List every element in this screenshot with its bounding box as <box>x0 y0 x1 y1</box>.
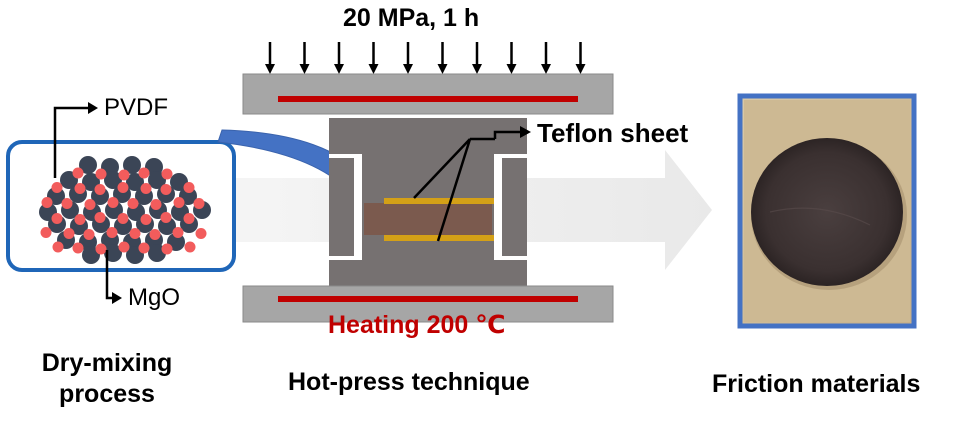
filler-particle <box>150 199 162 210</box>
pressure-arrows <box>265 42 586 74</box>
filler-particle <box>173 197 185 208</box>
polymer-particle <box>82 246 100 264</box>
filler-particle <box>129 228 141 239</box>
left-die-wall <box>329 158 354 256</box>
filler-particle <box>40 227 52 238</box>
filler-particle <box>61 198 73 209</box>
filler-particle <box>51 213 63 224</box>
teflon-leader-1 <box>413 138 471 199</box>
polymer-particle <box>104 171 122 189</box>
down-arrow-icon <box>575 64 586 74</box>
filler-particle <box>183 182 195 193</box>
filler-particle <box>117 182 129 193</box>
top-press-plate <box>242 73 614 115</box>
filler-particle <box>94 184 106 195</box>
filler-particle <box>74 183 86 194</box>
filler-particle <box>95 168 107 180</box>
mgo-pointer <box>105 250 112 300</box>
filler-particle <box>118 241 130 253</box>
pvdf-label: PVDF <box>104 94 169 121</box>
polymer-particle <box>148 171 166 189</box>
teflon-label: Teflon sheet <box>537 118 689 148</box>
step-friction-label: Friction materials <box>712 370 921 398</box>
mgo-label: MgO <box>128 284 181 311</box>
polymer-particle <box>126 173 144 191</box>
top-heater <box>278 96 578 102</box>
teflon-pointer <box>493 130 520 139</box>
bottom-heater <box>278 296 578 302</box>
polymer-particle <box>104 244 122 262</box>
filler-particle <box>160 212 172 223</box>
pressure-label: 20 MPa, 1 h <box>343 4 480 32</box>
filler-particle <box>94 212 106 223</box>
down-arrow-icon <box>506 64 517 74</box>
disk-sheen <box>769 207 871 226</box>
filler-particle <box>195 228 207 239</box>
pvdf-pointer <box>53 106 88 178</box>
filler-particle <box>149 229 161 240</box>
down-arrow-icon <box>265 64 275 74</box>
filler-particle <box>117 213 129 224</box>
bottom-press-plate <box>242 285 614 323</box>
down-arrow-icon <box>437 64 448 74</box>
filler-particle <box>138 167 150 179</box>
heating-label: Heating 200 ℃ <box>328 311 506 339</box>
filler-particle <box>140 214 152 225</box>
friction-disk <box>751 138 903 286</box>
step-dry-mixing-label: Dry-mixing process <box>41 349 173 408</box>
polymer-particle <box>148 244 166 262</box>
filler-particle <box>52 241 64 253</box>
filler-particle <box>138 242 150 254</box>
filler-particle <box>161 243 173 255</box>
filler-particle <box>74 214 86 225</box>
filler-particle <box>183 213 195 224</box>
filler-particle <box>72 242 84 254</box>
filler-particle <box>107 197 119 208</box>
filler-particle <box>51 182 63 193</box>
filler-particle <box>63 228 75 239</box>
pvdf-arrowhead-icon <box>88 102 98 114</box>
particle-mixture <box>39 156 211 264</box>
step-hot-press-label: Hot-press technique <box>288 368 530 396</box>
teflon-arrowhead-icon <box>520 126 531 138</box>
sample-layer <box>364 203 492 235</box>
down-arrow-icon <box>368 64 379 74</box>
down-arrow-icon <box>299 64 310 74</box>
filler-particle <box>41 197 53 208</box>
right-die-wall <box>502 158 527 256</box>
polymer-particle <box>79 156 97 174</box>
filler-particle <box>95 243 107 255</box>
filler-particle <box>172 227 184 238</box>
down-arrow-icon <box>541 64 551 74</box>
filler-particle <box>83 229 95 240</box>
filler-particle <box>118 169 130 181</box>
filler-particle <box>140 183 152 194</box>
filler-particle <box>106 227 118 238</box>
filler-particle <box>72 167 84 179</box>
polymer-particle <box>170 173 188 191</box>
polymer-particle <box>123 156 141 174</box>
filler-particle <box>161 168 173 180</box>
filler-particle <box>84 199 96 210</box>
filler-particle <box>127 198 139 209</box>
teflon-sheet-top <box>384 198 494 204</box>
mgo-arrowhead-icon <box>112 292 122 304</box>
filler-particle <box>184 241 196 253</box>
teflon-leader-2 <box>436 138 472 242</box>
filler-particle <box>193 198 205 209</box>
down-arrow-icon <box>403 64 413 74</box>
down-arrow-icon <box>472 64 482 74</box>
filler-particle <box>160 184 172 195</box>
down-arrow-icon <box>334 64 344 74</box>
